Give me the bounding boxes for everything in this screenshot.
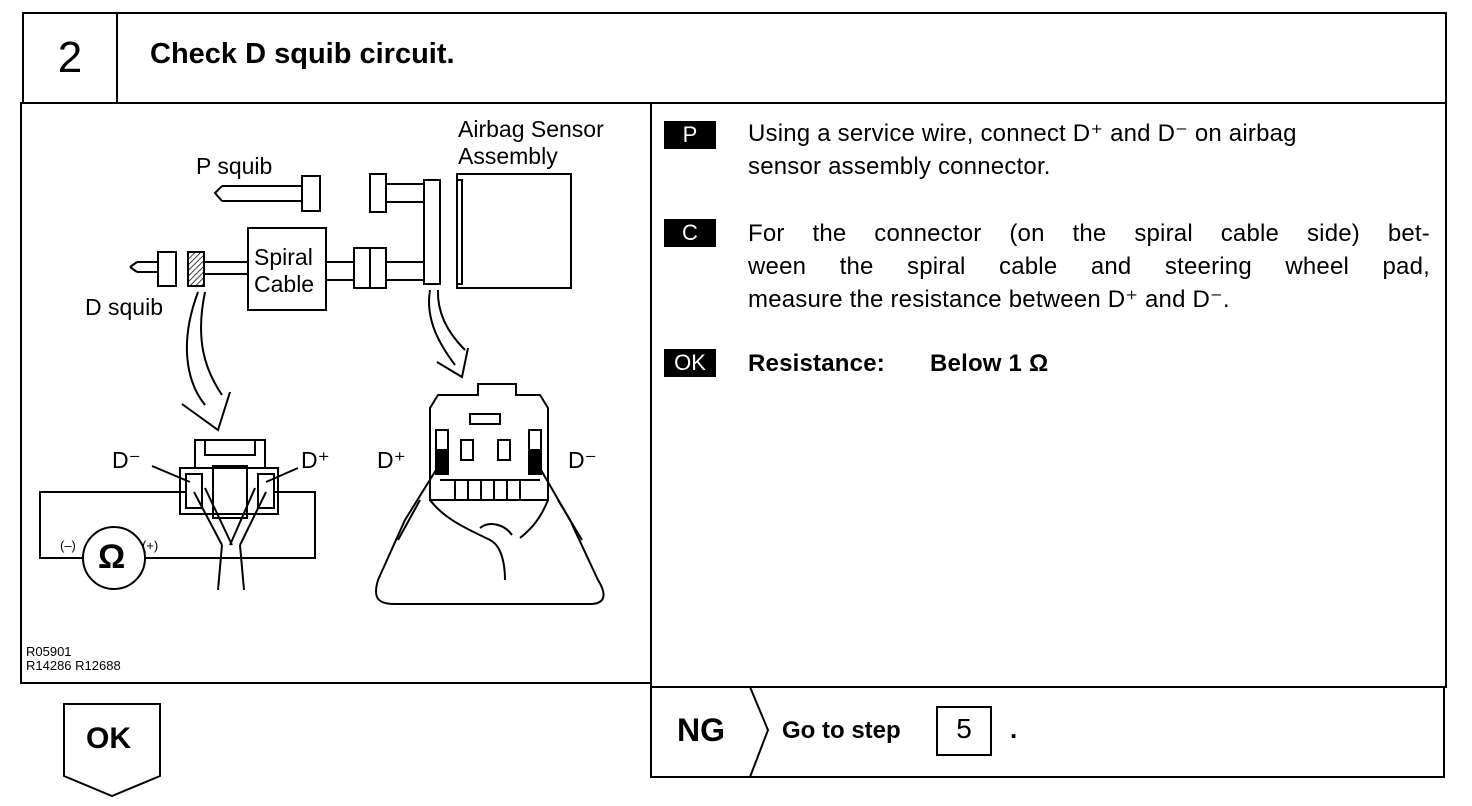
d-plus-right-label: D⁺ xyxy=(377,447,406,473)
resistance-label: Resistance: xyxy=(748,350,885,377)
resistance-value: Below 1 Ω xyxy=(930,350,1049,377)
p-squib-label: P squib xyxy=(196,153,273,179)
ng-result-label: NG xyxy=(677,712,725,748)
spiral-label: Spiral xyxy=(254,244,313,270)
d-plus-left-label: D⁺ xyxy=(301,447,330,473)
ng-step-number: 5 xyxy=(956,713,972,744)
airbag-sensor-label: Airbag Sensor xyxy=(458,116,604,142)
ng-period: . xyxy=(1010,714,1018,744)
assembly-label: Assembly xyxy=(458,143,558,169)
figure-code-2: R14286 R12688 xyxy=(26,658,121,673)
ng-goto-text: Go to step xyxy=(782,717,901,744)
instruction-c-line2: ween the spiral cable and steering wheel… xyxy=(748,253,1430,280)
ohm-icon: Ω xyxy=(98,538,126,576)
instruction-p-line2: sensor assembly connector. xyxy=(748,153,1051,180)
meter-pos-label: (+) xyxy=(142,538,159,553)
d-minus-right-label: D⁻ xyxy=(568,447,597,473)
d-squib-label: D squib xyxy=(85,294,163,320)
instruction-c-line1: For the connector (on the spiral cable s… xyxy=(748,220,1430,247)
meter-neg-label: (–) xyxy=(60,538,76,553)
step-number: 2 xyxy=(57,33,83,82)
tag-p: P xyxy=(664,121,716,149)
ok-result-label: OK xyxy=(86,722,131,755)
ng-result-box xyxy=(650,686,1445,778)
instruction-p-line1: Using a service wire, connect D⁺ and D⁻ … xyxy=(748,120,1297,147)
cable-label: Cable xyxy=(254,271,315,297)
step-title: Check D squib circuit. xyxy=(150,38,455,70)
ng-step-box xyxy=(936,706,992,756)
figure-code-1: R05901 xyxy=(26,644,72,659)
tag-c: C xyxy=(664,219,716,247)
instruction-c-line3: measure the resistance between D⁺ and D⁻… xyxy=(748,286,1230,313)
d-minus-left-label: D⁻ xyxy=(112,447,141,473)
tag-ok: OK xyxy=(664,349,716,377)
